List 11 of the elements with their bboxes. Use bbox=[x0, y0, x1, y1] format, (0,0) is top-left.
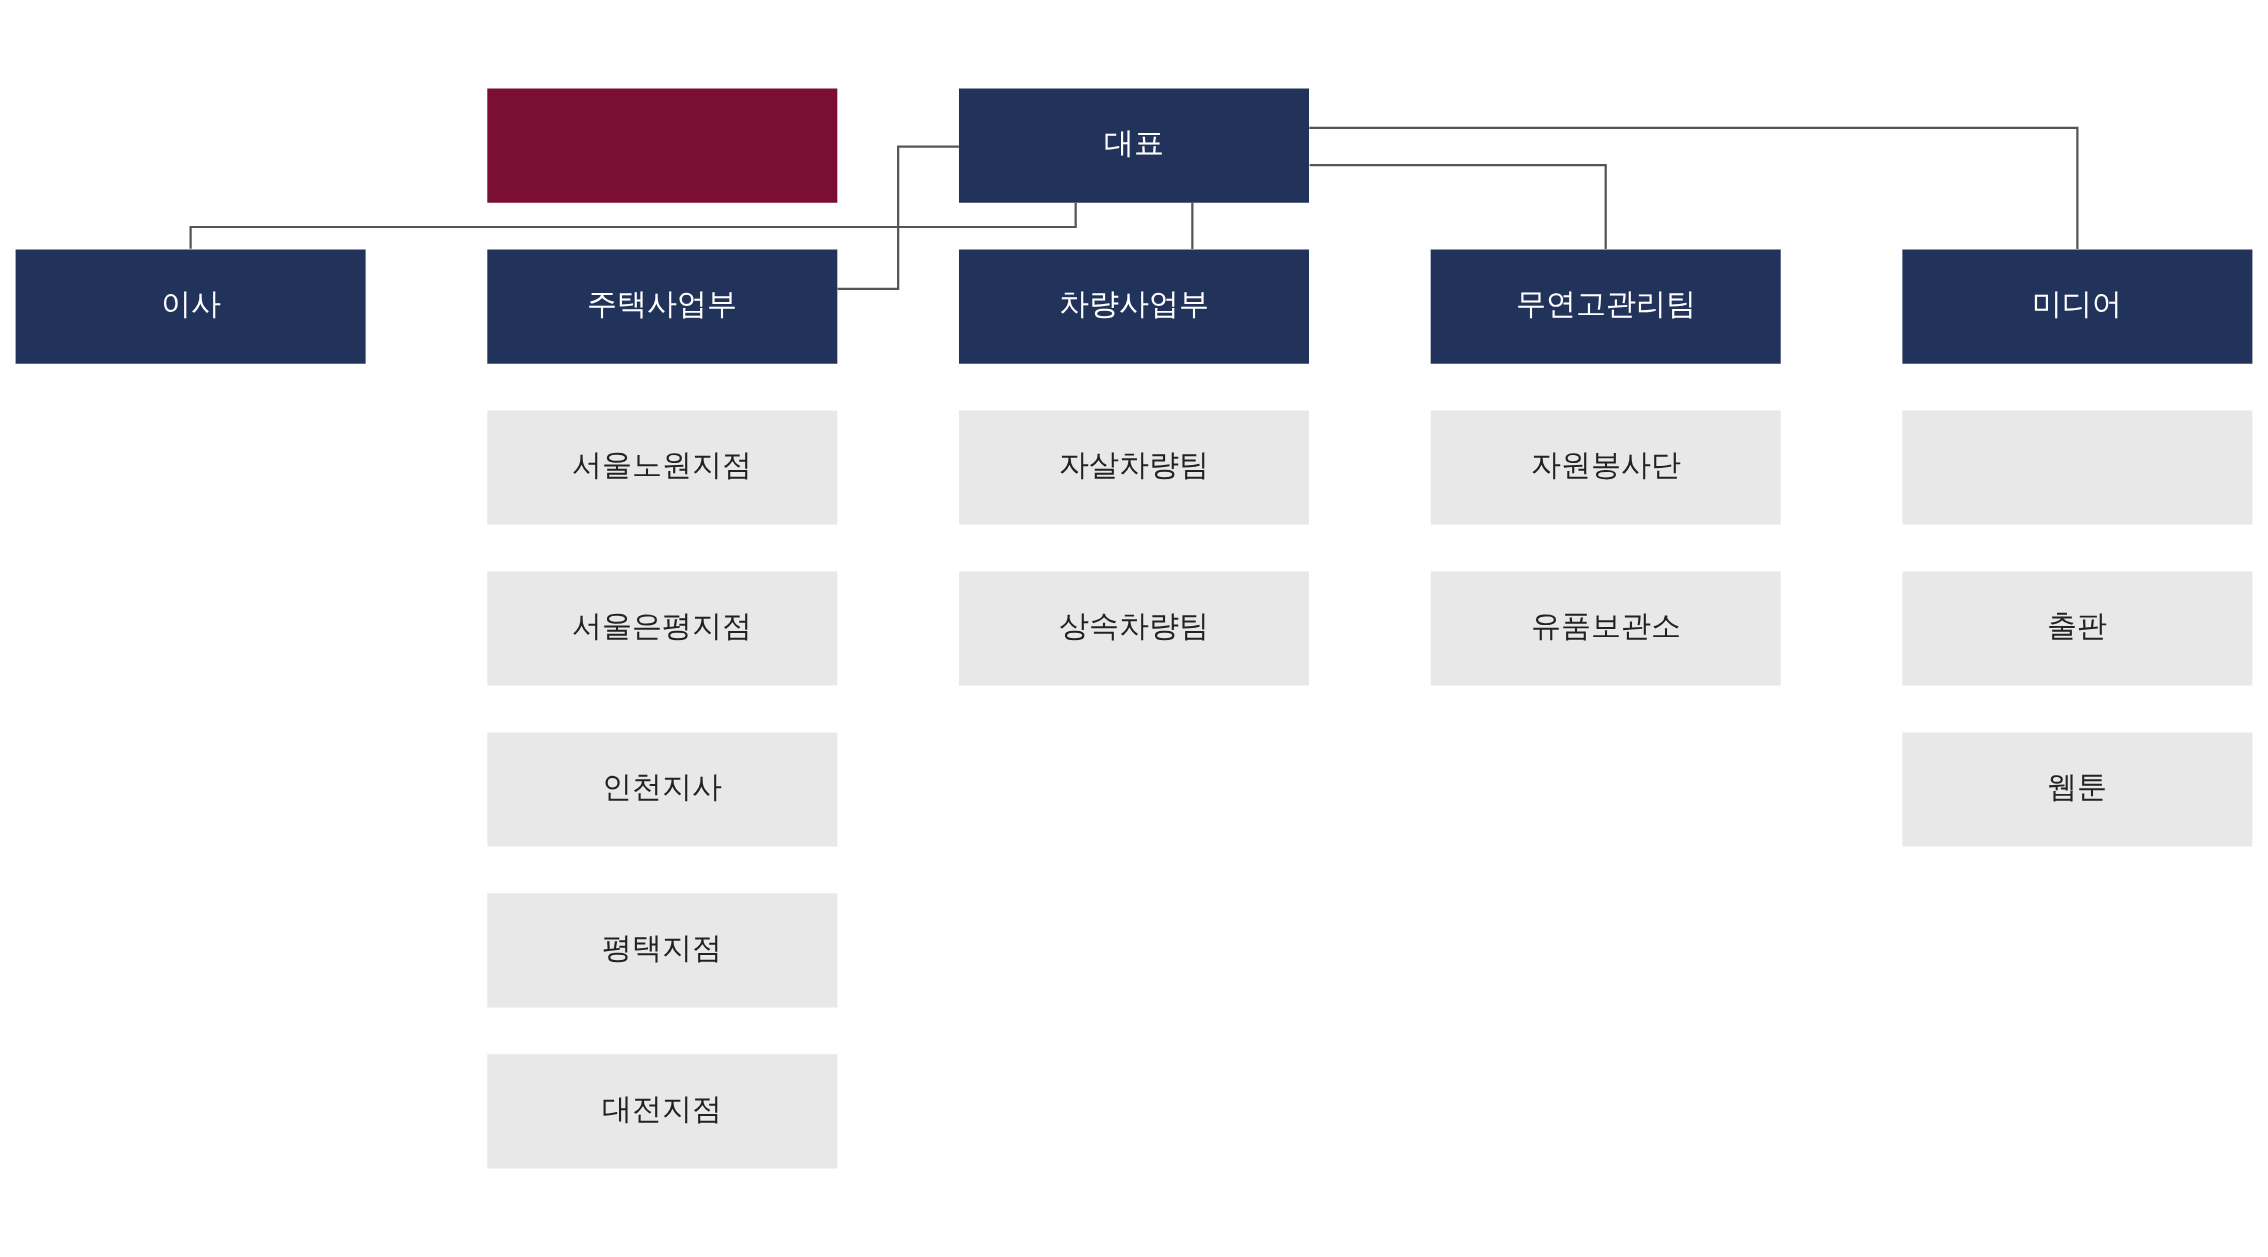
node-box: 미디어 bbox=[1902, 249, 2253, 364]
connector bbox=[1309, 126, 2079, 249]
node-box: 차량사업부 bbox=[959, 249, 1309, 364]
connector bbox=[837, 145, 959, 290]
connector bbox=[1191, 202, 1194, 249]
node-box: 주택사업부 bbox=[487, 249, 838, 364]
connector bbox=[1309, 164, 1607, 250]
node-box bbox=[487, 88, 838, 203]
node-box: 무연고관리팀 bbox=[1430, 249, 1781, 364]
node-box: 이사 bbox=[15, 249, 366, 364]
node-box: 대표 bbox=[959, 88, 1309, 203]
